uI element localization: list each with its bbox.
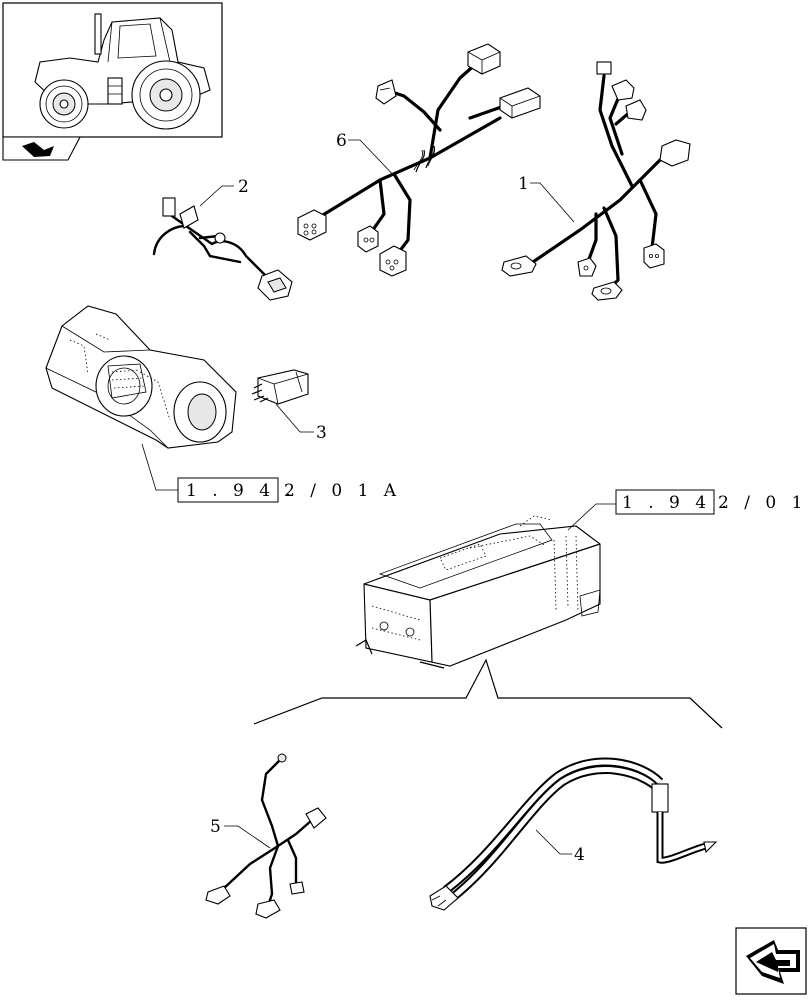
connector-1d (659, 139, 691, 167)
ref-left[interactable]: 1 . 9 4 . 2 / 0 1 A (177, 477, 401, 503)
connector-1c (625, 99, 647, 121)
callout-4: 4 (574, 845, 585, 865)
connector-6e (357, 225, 379, 253)
blower-assembly (45, 305, 237, 449)
connector-6d (297, 209, 327, 241)
harness-5 (205, 753, 327, 919)
connector-1a (596, 61, 612, 75)
section-arrow-icon (2, 136, 81, 161)
tractor-thumbnail-icon (2, 2, 223, 138)
connector-1e (643, 243, 665, 269)
connector-6b (499, 87, 541, 119)
connector-6a (467, 43, 501, 75)
callout-6: 6 (336, 131, 347, 151)
ref-right[interactable]: 1 . 9 4 . 2 / 0 1 B (615, 489, 812, 515)
harness-1 (501, 61, 691, 301)
harness-6 (297, 43, 541, 277)
cable-4 (429, 757, 718, 911)
ref-left-rest: 2 / 0 1 A (284, 481, 401, 501)
callout-3: 3 (316, 423, 327, 443)
heater-box (355, 515, 601, 669)
harness-2 (152, 197, 293, 301)
connector-1g (577, 257, 597, 277)
callout-5: 5 (210, 817, 221, 837)
ref-left-boxed: 1 . 9 4 . (186, 481, 296, 501)
group-bracket (253, 658, 723, 729)
resistor-3 (251, 369, 309, 405)
next-page-arrow-icon[interactable] (735, 927, 807, 995)
connector-6c (375, 79, 397, 105)
ref-right-boxed: 1 . 9 4 . (622, 493, 732, 513)
ref-right-rest: 2 / 0 1 B (718, 493, 812, 513)
leader-lines (141, 139, 616, 855)
connector-6f (379, 245, 407, 277)
callout-1: 1 (518, 174, 529, 194)
connector-1f (501, 255, 537, 277)
callout-2: 2 (238, 177, 249, 197)
connector-1b (611, 79, 635, 101)
connector-1h (591, 281, 623, 301)
